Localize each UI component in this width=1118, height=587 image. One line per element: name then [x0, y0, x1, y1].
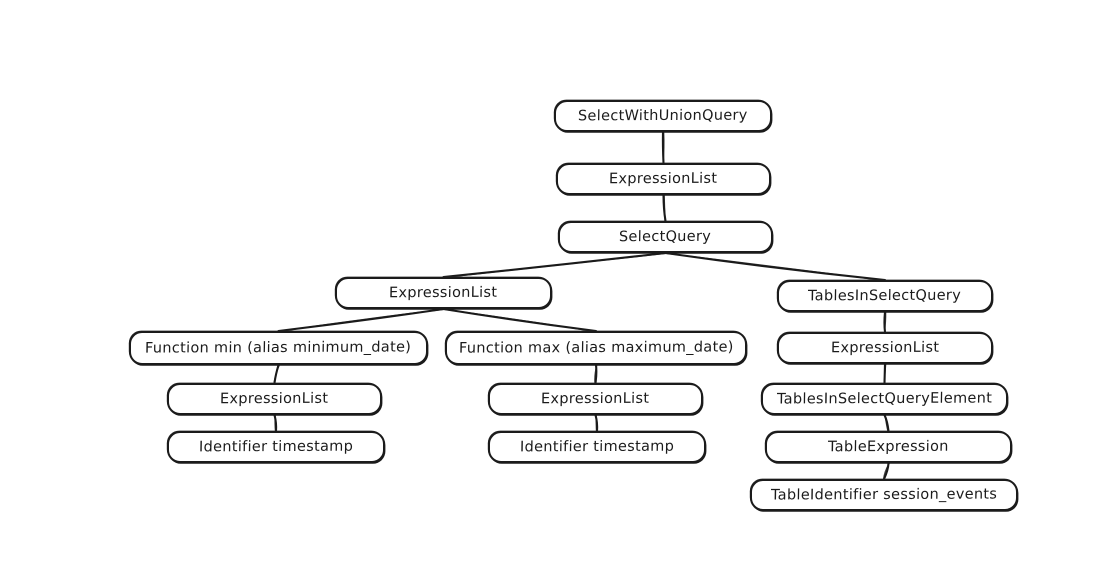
- ast-node-label: ExpressionList: [220, 390, 329, 408]
- ast-edge-n3-n4: [442, 251, 667, 279]
- ast-edge-n5-n8: [883, 310, 887, 334]
- ast-node-label: Identifier timestamp: [198, 438, 354, 456]
- ast-edge-n10-n13: [594, 413, 599, 433]
- ast-node-n13[interactable]: Identifier timestamp: [488, 431, 706, 463]
- ast-node-n5[interactable]: TablesInSelectQuery: [777, 280, 993, 312]
- ast-node-label: TableExpression: [828, 438, 949, 456]
- ast-node-n11[interactable]: TablesInSelectQueryElement: [761, 383, 1008, 415]
- ast-node-n8[interactable]: ExpressionList: [777, 332, 993, 364]
- ast-node-label: SelectWithUnionQuery: [578, 107, 748, 125]
- ast-edge-n11-n14: [883, 413, 890, 433]
- ast-node-n12[interactable]: Identifier timestamp: [167, 431, 385, 463]
- ast-edge-n2-n3: [662, 193, 667, 223]
- ast-node-n2[interactable]: ExpressionList: [556, 163, 771, 195]
- ast-node-label: Function min (alias minimum_date): [145, 339, 412, 357]
- ast-edge-n7-n10: [594, 363, 598, 385]
- ast-node-n9[interactable]: ExpressionList: [167, 383, 382, 415]
- ast-edge-n14-n15: [882, 461, 890, 481]
- ast-node-n7[interactable]: Function max (alias maximum_date): [445, 331, 747, 365]
- ast-node-n3[interactable]: SelectQuery: [558, 221, 773, 253]
- ast-node-label: SelectQuery: [619, 228, 712, 246]
- ast-node-label: TablesInSelectQueryElement: [776, 390, 993, 408]
- ast-node-n6[interactable]: Function min (alias minimum_date): [129, 331, 428, 365]
- ast-edge-n6-n9: [273, 363, 280, 385]
- ast-edge-n3-n5: [664, 251, 887, 282]
- ast-node-n10[interactable]: ExpressionList: [488, 383, 703, 415]
- ast-node-label: ExpressionList: [830, 339, 940, 357]
- ast-edge-n1-n2: [661, 130, 665, 165]
- ast-node-label: ExpressionList: [541, 390, 650, 408]
- ast-edge-n4-n7: [442, 307, 598, 333]
- ast-node-label: TableIdentifier session_events: [770, 486, 998, 504]
- ast-node-label: Function max (alias maximum_date): [458, 339, 734, 357]
- ast-node-n15[interactable]: TableIdentifier session_events: [750, 479, 1018, 511]
- ast-node-label: ExpressionList: [389, 284, 498, 302]
- ast-edge-n8-n11: [883, 362, 887, 385]
- ast-node-label: Identifier timestamp: [519, 438, 675, 456]
- ast-node-label: ExpressionList: [609, 170, 718, 188]
- ast-edge-n4-n6: [277, 307, 445, 333]
- ast-edge-n9-n12: [273, 413, 278, 433]
- ast-node-n14[interactable]: TableExpression: [765, 431, 1012, 463]
- ast-node-n4[interactable]: ExpressionList: [335, 277, 552, 309]
- ast-node-n1[interactable]: SelectWithUnionQuery: [554, 100, 772, 132]
- ast-node-label: TablesInSelectQuery: [808, 287, 962, 305]
